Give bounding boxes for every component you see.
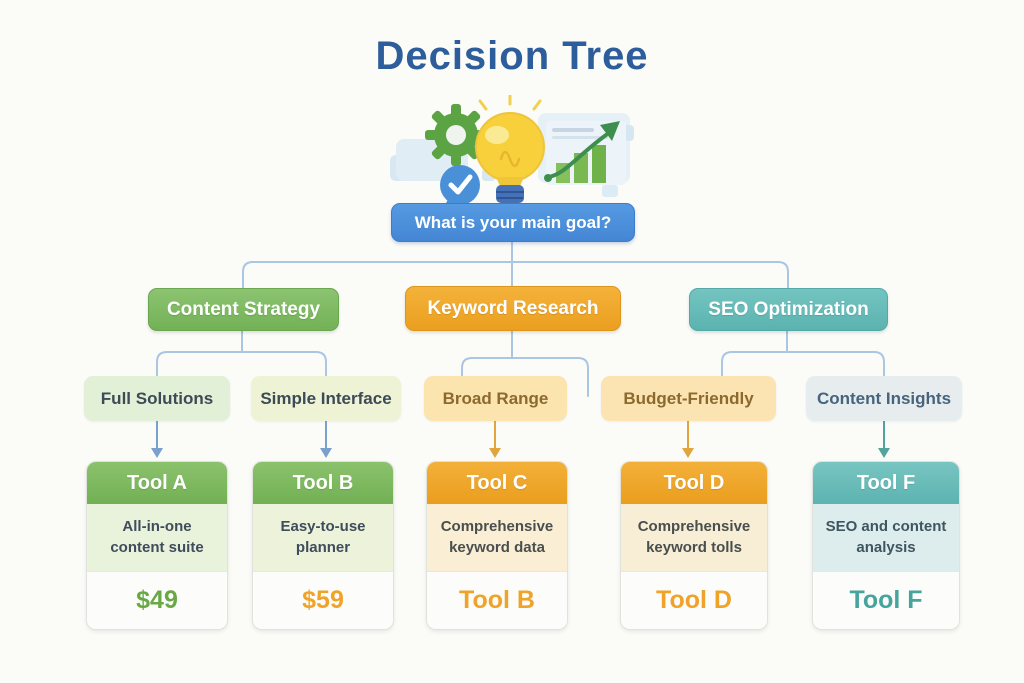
tool-card-b: Tool B Easy-to-use planner $59 bbox=[252, 461, 394, 630]
criterion-simple-interface: Simple Interface bbox=[251, 376, 401, 421]
tool-card-header: Tool F bbox=[813, 462, 959, 504]
criterion-full-solutions: Full Solutions bbox=[84, 376, 230, 421]
tool-card-value: Tool F bbox=[813, 571, 959, 629]
tool-card-description: SEO and content analysis bbox=[813, 504, 959, 571]
tool-card-description: Comprehensive keyword data bbox=[427, 504, 567, 571]
tool-card-value: Tool D bbox=[621, 571, 767, 629]
tool-card-f: Tool F SEO and content analysis Tool F bbox=[812, 461, 960, 630]
branch-keyword-research: Keyword Research bbox=[405, 286, 621, 331]
tool-card-d: Tool D Comprehensive keyword tolls Tool … bbox=[620, 461, 768, 630]
tool-card-a: Tool A All-in-one content suite $49 bbox=[86, 461, 228, 630]
tool-card-value: $49 bbox=[87, 571, 227, 629]
tool-card-header: Tool B bbox=[253, 462, 393, 504]
root-question-node: What is your main goal? bbox=[391, 203, 635, 242]
hero-illustration bbox=[390, 95, 634, 205]
criterion-budget-friendly: Budget-Friendly bbox=[601, 376, 776, 421]
criterion-broad-range: Broad Range bbox=[424, 376, 567, 421]
tool-card-header: Tool C bbox=[427, 462, 567, 504]
lightbulb-icon bbox=[475, 95, 545, 203]
tool-card-value: $59 bbox=[253, 571, 393, 629]
chat-check-icon bbox=[440, 165, 480, 205]
tool-card-description: All-in-one content suite bbox=[87, 504, 227, 571]
tool-card-description: Comprehensive keyword tolls bbox=[621, 504, 767, 571]
tool-card-c: Tool C Comprehensive keyword data Tool B bbox=[426, 461, 568, 630]
branch-content-strategy: Content Strategy bbox=[148, 288, 339, 331]
branch-seo-optimization: SEO Optimization bbox=[689, 288, 888, 331]
page-title: Decision Tree bbox=[375, 34, 649, 78]
growth-chart-icon bbox=[544, 121, 626, 185]
tool-card-value: Tool B bbox=[427, 571, 567, 629]
gear-icon bbox=[425, 104, 487, 166]
criterion-content-insights: Content Insights bbox=[806, 376, 962, 421]
tool-card-description: Easy-to-use planner bbox=[253, 504, 393, 571]
tool-card-header: Tool A bbox=[87, 462, 227, 504]
tool-card-header: Tool D bbox=[621, 462, 767, 504]
